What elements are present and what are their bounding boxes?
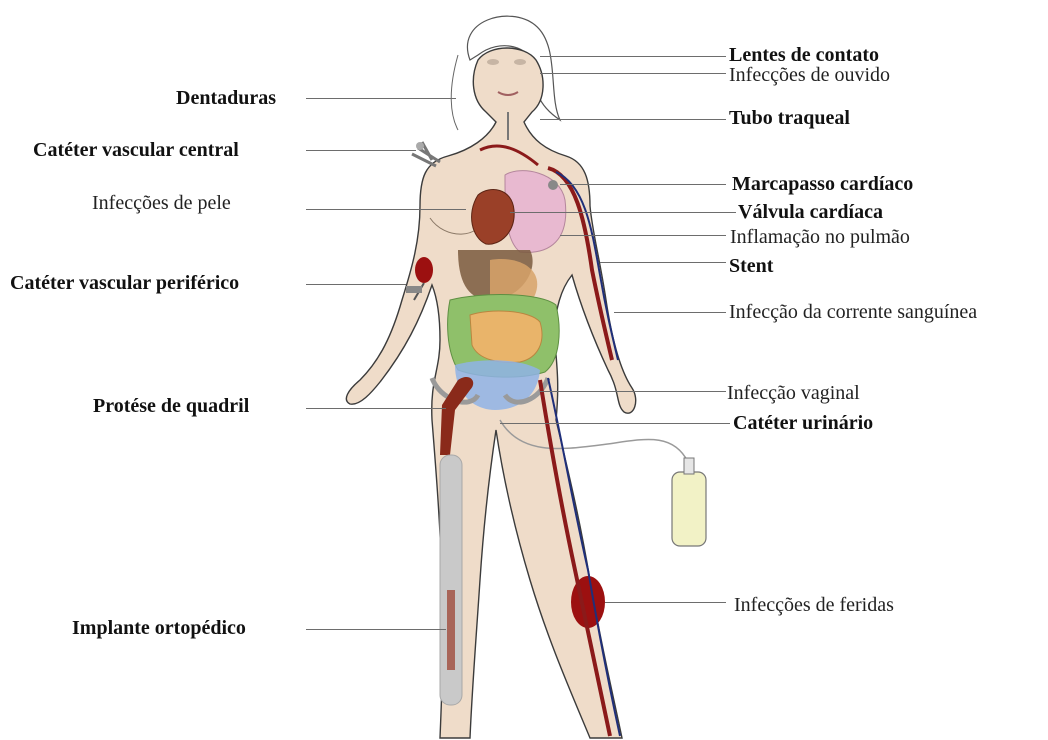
leader-cateter-urinario xyxy=(500,423,730,424)
leader-dentaduras xyxy=(306,98,456,99)
pacemaker xyxy=(548,180,558,190)
label-infeccao-corrente-sanguinea: Infecção da corrente sanguínea xyxy=(729,302,977,322)
leader-infeccao-corrente xyxy=(614,312,726,313)
leader-infeccoes-feridas xyxy=(605,602,726,603)
label-inflamacao-no-pulmao: Inflamação no pulmão xyxy=(730,227,910,247)
leader-infeccoes-pele xyxy=(306,209,466,210)
small-intestine xyxy=(470,311,542,363)
label-dentaduras: Dentaduras xyxy=(176,88,276,108)
leader-valvula xyxy=(510,212,736,213)
peripheral-catheter-bag xyxy=(415,257,433,283)
leader-cateter-periferico xyxy=(306,284,406,285)
urine-bag xyxy=(672,472,706,546)
label-tubo-traqueal: Tubo traqueal xyxy=(729,108,850,128)
label-infeccoes-de-feridas: Infecções de feridas xyxy=(734,595,894,615)
label-cateter-urinario: Catéter urinário xyxy=(733,413,873,433)
label-stent: Stent xyxy=(729,256,773,276)
leader-lentes-contato xyxy=(540,56,726,57)
leader-marcapasso xyxy=(560,184,726,185)
label-cateter-vascular-periferico: Catéter vascular periférico xyxy=(10,273,239,293)
label-protese-de-quadril: Protése de quadril xyxy=(93,396,249,416)
label-infeccao-vaginal: Infecção vaginal xyxy=(727,383,860,403)
label-cateter-vascular-central: Catéter vascular central xyxy=(33,140,239,160)
leader-tubo-traqueal xyxy=(540,119,726,120)
leader-protese-quadril xyxy=(306,408,446,409)
label-infeccoes-de-pele: Infecções de pele xyxy=(92,193,231,213)
leader-inflamacao-pulmao xyxy=(560,235,726,236)
label-lentes-de-contato: Lentes de contato xyxy=(729,45,879,65)
label-marcapasso-cardiaco: Marcapasso cardíaco xyxy=(732,174,913,194)
leader-infeccoes-ouvido xyxy=(540,73,726,74)
leader-implante-ortopedico xyxy=(306,629,446,630)
label-implante-ortopedico: Implante ortopédico xyxy=(72,618,246,638)
leader-stent xyxy=(600,262,726,263)
orthopedic-implant xyxy=(447,590,455,670)
label-valvula-cardiaca: Válvula cardíaca xyxy=(738,202,883,222)
label-infeccoes-de-ouvido: Infecções de ouvido xyxy=(729,65,890,85)
leader-cateter-central xyxy=(306,150,416,151)
leader-infeccao-vaginal xyxy=(540,391,726,392)
